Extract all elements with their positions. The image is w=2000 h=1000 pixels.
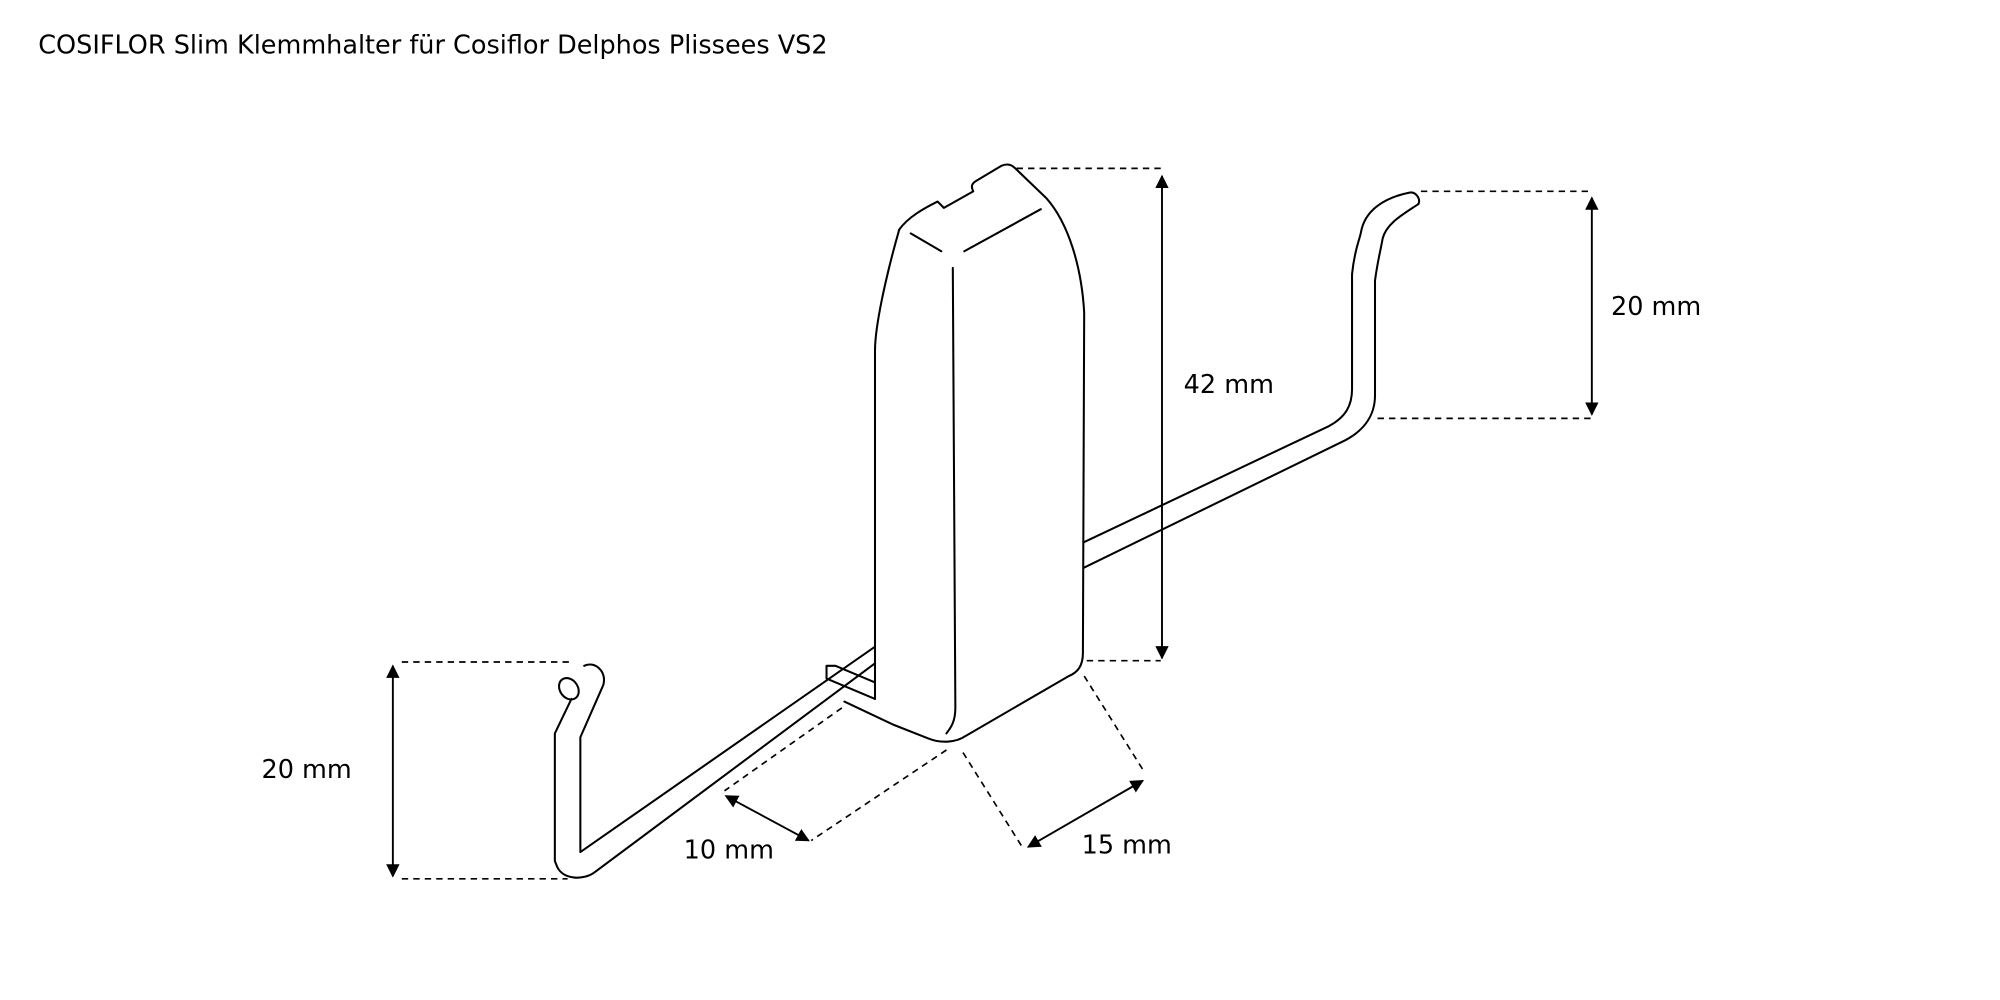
right-wire-hook — [1083, 191, 1420, 569]
dimension-label-left-hook: 20 mm — [261, 755, 351, 785]
left-wire-hook — [553, 645, 877, 879]
dimension-depth-right: 15 mm — [962, 675, 1172, 860]
drawing-title: COSIFLOR Slim Klemmhalter für Cosiflor D… — [38, 31, 827, 61]
dimension-label-depth-left: 10 mm — [684, 835, 774, 865]
dimension-label-height: 42 mm — [1184, 370, 1274, 400]
clip-body — [843, 163, 1086, 743]
dimension-left-hook: 20 mm — [261, 661, 574, 880]
dimension-label-right-hook: 20 mm — [1611, 292, 1701, 322]
dimension-label-depth-right: 15 mm — [1082, 830, 1172, 860]
dimension-height: 42 mm — [1016, 167, 1274, 662]
dimension-depth-left: 10 mm — [684, 707, 947, 865]
dimension-right-hook: 20 mm — [1377, 190, 1701, 420]
